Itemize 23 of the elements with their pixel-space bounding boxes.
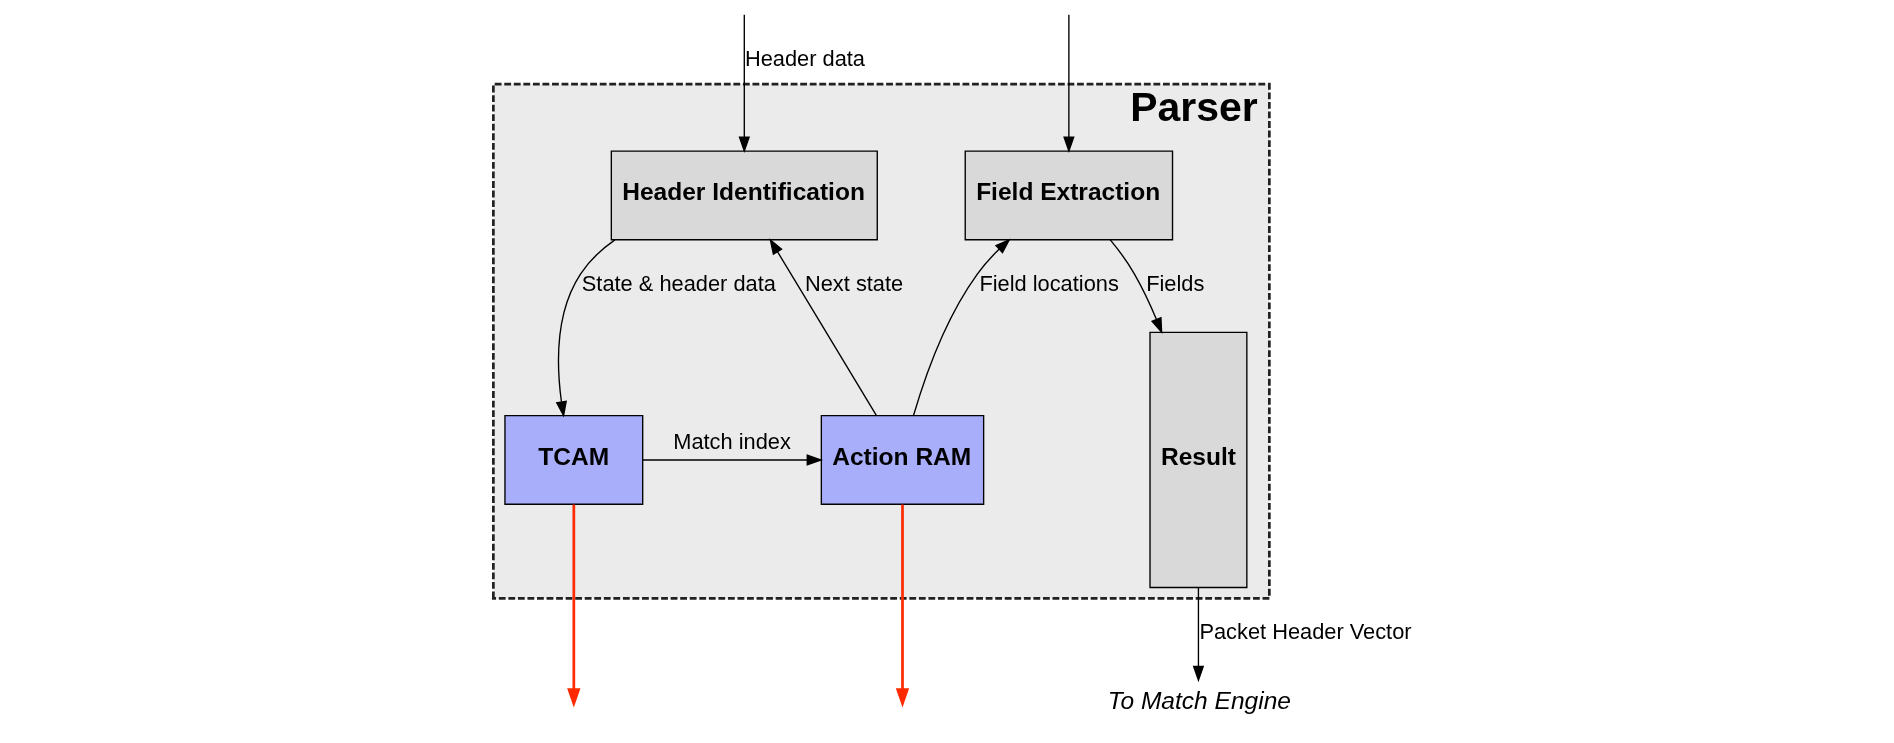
edge-label: State & header data bbox=[581, 271, 776, 297]
arrow bbox=[1192, 587, 1204, 683]
edge-label: Fields bbox=[1145, 271, 1204, 297]
edge-label: Field locations bbox=[978, 271, 1119, 297]
edge-label: Match index bbox=[672, 428, 791, 454]
edge-label: Packet Header Vector bbox=[1198, 619, 1412, 645]
arrow bbox=[912, 238, 1011, 416]
node-box: Result bbox=[1148, 331, 1248, 589]
node-box: Field Extraction bbox=[964, 150, 1173, 241]
arrow bbox=[566, 504, 581, 708]
node-box: TCAM bbox=[503, 414, 643, 505]
arrow bbox=[641, 454, 823, 466]
node-text: To Match Engine bbox=[1107, 687, 1291, 715]
arrow bbox=[1062, 14, 1075, 153]
edge-label: Header data bbox=[744, 46, 865, 72]
node-box: Header Identification bbox=[610, 150, 878, 241]
arrow bbox=[895, 504, 909, 708]
node-box: Action RAM bbox=[820, 414, 984, 505]
edge-label: Next state bbox=[804, 271, 903, 297]
arrow bbox=[1109, 239, 1162, 334]
arrow bbox=[768, 238, 877, 416]
arrow bbox=[738, 14, 750, 153]
arrow bbox=[555, 239, 616, 418]
